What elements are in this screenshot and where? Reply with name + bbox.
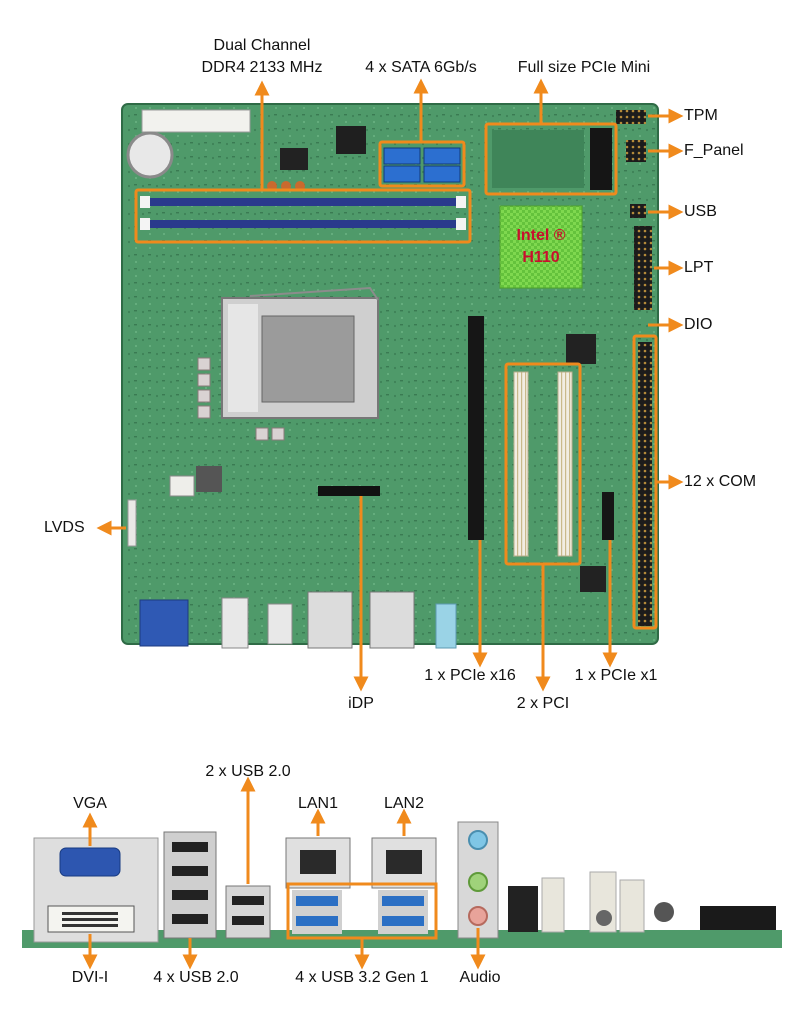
- com-header-strip: [638, 342, 652, 626]
- idp-label: iDP: [348, 695, 374, 712]
- lan1-label: LAN1: [297, 795, 339, 812]
- chipset-heatsink: [499, 205, 583, 289]
- sata-connector: [423, 147, 461, 165]
- lpt-label: LPT: [684, 259, 714, 276]
- lvds-label: LVDS: [44, 519, 85, 536]
- callout-arrows: [96, 78, 684, 692]
- sata-connector: [383, 147, 421, 165]
- dimm-slot: [140, 220, 466, 228]
- pcie-x16-slot: [468, 316, 484, 540]
- usb32-port: [382, 896, 424, 906]
- lvds-header: [127, 499, 137, 547]
- usb32-port: [296, 896, 338, 906]
- pci-slot: [557, 371, 573, 557]
- cmos-battery: [126, 131, 174, 179]
- usb20-pair: [225, 885, 271, 939]
- chipset-label-1: Intel ®: [516, 227, 565, 244]
- memory-label-line1: Dual Channel: [213, 37, 311, 54]
- sata-connector: [383, 165, 421, 183]
- usb20-bottom-label: 4 x USB 2.0: [153, 969, 239, 986]
- pci-label: 2 x PCI: [516, 695, 570, 712]
- chip: [566, 334, 596, 364]
- lan2-label: LAN2: [383, 795, 425, 812]
- motherboard: Intel ® H110: [121, 103, 659, 649]
- pcie-x1-slot: [602, 492, 614, 540]
- io-callout-arrows: [82, 776, 486, 970]
- pci-slot: [513, 371, 529, 557]
- memory-label-line2: DDR4 2133 MHz: [201, 59, 323, 76]
- pcie-x16-label: 1 x PCIe x16: [424, 667, 516, 684]
- audio-jack-stack: [435, 603, 457, 649]
- lan-port: [307, 591, 353, 649]
- chip: [280, 148, 308, 170]
- usb20-top-label: 2 x USB 2.0: [205, 763, 291, 780]
- usb-port-stack: [221, 597, 249, 649]
- tpm-label: TPM: [684, 107, 718, 124]
- idp-header: [318, 486, 380, 496]
- atx-power-connector: [141, 109, 251, 133]
- usb32-port: [296, 916, 338, 926]
- pcie-mini-highlight: [484, 122, 618, 196]
- dimm-slot: [140, 198, 466, 206]
- header-pins: [626, 140, 646, 162]
- audio-label: Audio: [459, 969, 501, 986]
- sata-connector: [423, 165, 461, 183]
- dvi-label: DVI-I: [71, 969, 109, 986]
- pcie-mini-label: Full size PCIe Mini: [517, 59, 651, 76]
- lpt-header: [634, 226, 652, 310]
- audio-jack-green: [468, 872, 488, 892]
- power-connector: [169, 475, 195, 497]
- chipset-label-2: H110: [522, 249, 559, 266]
- com-label: 12 x COM: [684, 473, 757, 490]
- lan-port: [369, 591, 415, 649]
- vga-connector: [59, 847, 121, 877]
- vga-label: VGA: [73, 795, 107, 812]
- pcie-mini-slot: [590, 128, 612, 190]
- audio-jack-blue: [468, 830, 488, 850]
- usb32-label: 4 x USB 3.2 Gen 1: [295, 969, 429, 986]
- pcie-x1-label: 1 x PCIe x1: [574, 667, 658, 684]
- header-pins: [630, 204, 646, 218]
- header-pins: [616, 110, 646, 124]
- vga-port: [139, 599, 189, 647]
- usb-label: USB: [684, 203, 717, 220]
- sata-label: 4 x SATA 6Gb/s: [365, 59, 477, 76]
- dimm-highlight: [134, 188, 472, 244]
- chip: [196, 466, 222, 492]
- chip: [580, 566, 606, 592]
- usb32-port: [382, 916, 424, 926]
- chip: [336, 126, 366, 154]
- audio-jack-pink: [468, 906, 488, 926]
- f-panel-label: F_Panel: [684, 142, 744, 159]
- dio-label: DIO: [684, 316, 713, 333]
- usb-port-stack: [267, 603, 293, 645]
